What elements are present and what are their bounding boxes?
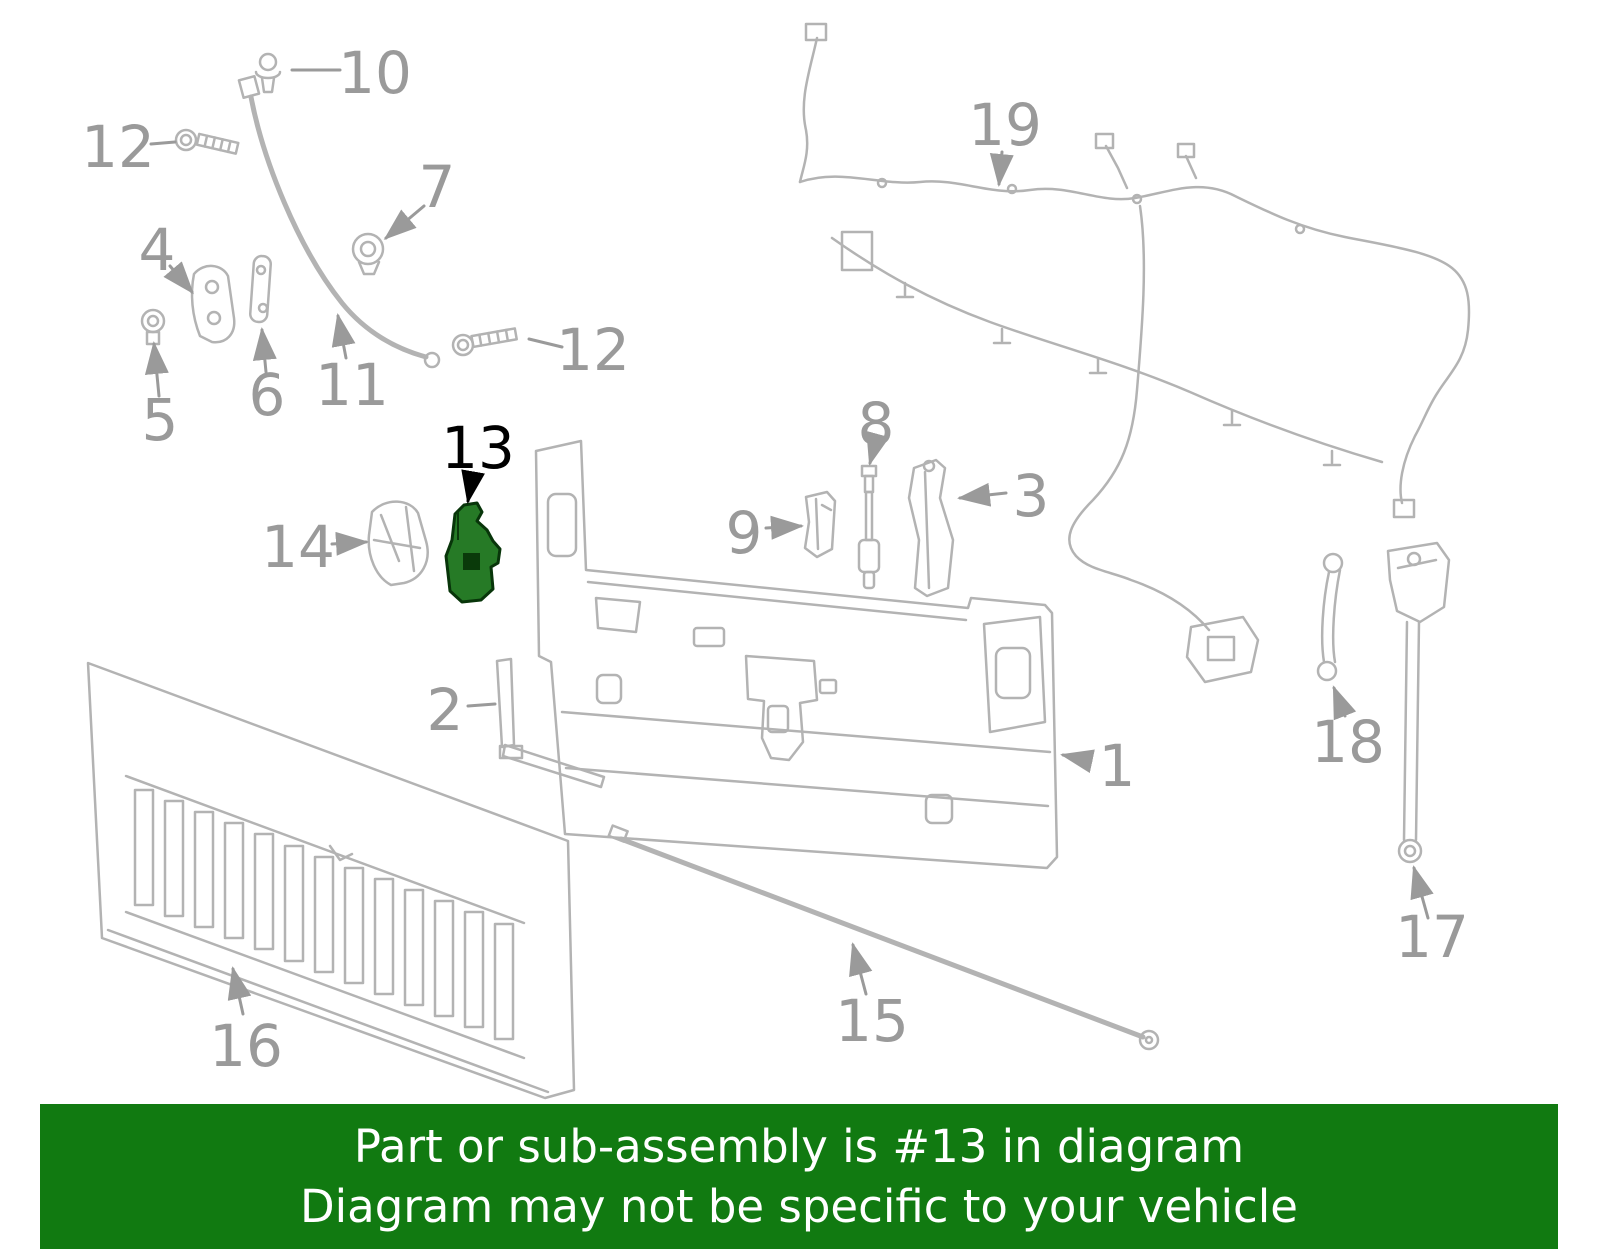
leader-1 [1060,749,1095,774]
leader-8 [866,430,890,466]
callout-15: 15 [835,987,909,1055]
leader-19 [989,150,1014,187]
leader-14 [330,531,369,556]
leader-12-left [149,140,177,146]
part-12-bolt-left [174,128,240,155]
leader-17 [1410,865,1434,920]
part-2-side-molding [495,657,606,789]
callout-13-highlighted: 13 [441,414,515,482]
part-3-hinge-bracket [907,458,955,598]
part-5-bumper [140,308,166,346]
leader-9 [764,515,804,540]
callout-14: 14 [261,513,335,581]
callout-4: 4 [139,216,176,284]
callout-6: 6 [249,361,286,429]
callout-1: 1 [1099,732,1136,800]
callout-19: 19 [968,91,1042,159]
highlight-info-banner: Part or sub-assembly is #13 in diagram D… [40,1104,1558,1249]
banner-line-2: Diagram may not be specific to your vehi… [300,1179,1298,1233]
callout-8: 8 [858,390,895,458]
part-6-bracket-strip [249,254,272,324]
leader-2 [466,702,497,708]
banner-line-1: Part or sub-assembly is #13 in diagram [353,1120,1245,1174]
callout-7: 7 [419,153,456,221]
part-11-release-cable [237,74,441,369]
leader-11 [331,313,356,360]
leader-18 [1332,685,1357,721]
callout-12-center: 12 [556,316,630,384]
callout-2: 2 [427,676,464,744]
leader-lines [144,68,1434,1016]
callout-labels: 10 12 7 4 5 6 11 12 13 14 9 8 3 19 2 1 1… [81,39,1469,1080]
part-14-latch-bracket [367,500,429,587]
part-19-wiring-harness [798,22,1471,684]
part-17-tailgate-strut [1386,541,1451,864]
part-12-bolt-center [451,327,518,357]
callout-16: 16 [209,1012,283,1080]
callout-11: 11 [315,351,389,419]
callout-9: 9 [726,499,763,567]
part-18-check-link [1316,552,1344,682]
part-9-bracket [803,490,837,559]
leader-15 [849,942,873,996]
part-15-support-rod [607,824,1160,1051]
leader-4 [163,261,194,295]
callout-17: 17 [1395,903,1469,971]
part-4-striker-plate [190,264,236,344]
part-13-tailgate-latch-highlighted [444,501,502,604]
callout-12-left: 12 [81,113,155,181]
leader-5 [144,341,169,398]
part-10-clip [254,52,282,94]
part-7-grommet [351,232,385,276]
leader-3 [957,482,1008,507]
callout-5: 5 [142,386,179,454]
part-1-tailgate-inner-panel [534,439,1059,870]
leader-16 [227,966,252,1016]
leader-6 [252,327,277,374]
leader-7 [383,204,426,240]
leader-12-center [527,337,564,349]
leader-13 [461,469,485,504]
part-16-tailgate-outer-panel [86,661,576,1100]
callout-10: 10 [338,39,412,107]
part-8-striker-bolt [857,464,881,590]
callout-3: 3 [1013,462,1050,530]
callout-18: 18 [1311,708,1385,776]
